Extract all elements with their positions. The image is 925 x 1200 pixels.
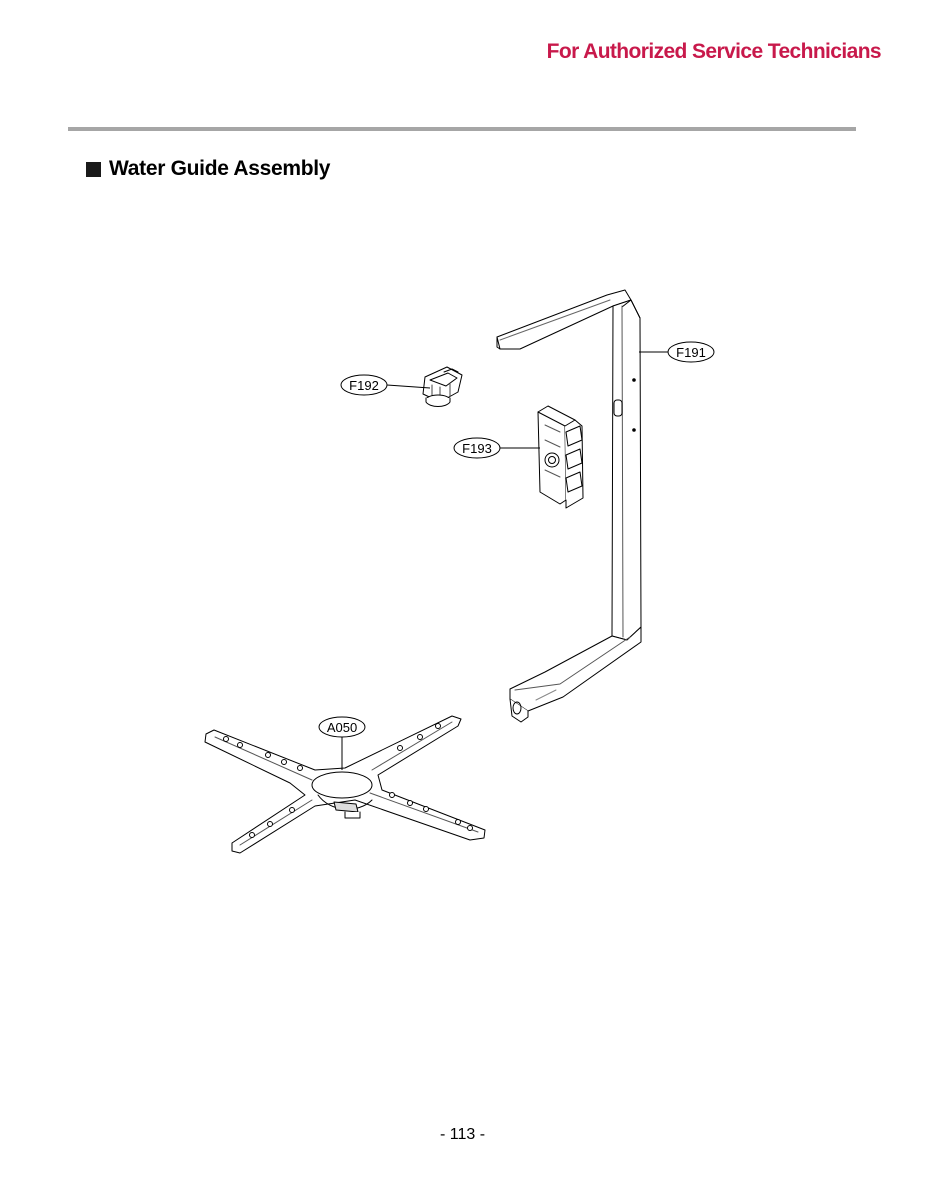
lower-spray-arm-part (204, 715, 486, 854)
callout-label: F193 (462, 441, 492, 456)
callout-label: F192 (349, 378, 379, 393)
section-heading: Water Guide Assembly (86, 157, 330, 181)
callout-label: A050 (327, 720, 357, 735)
page-number: - 113 - (439, 1126, 486, 1143)
water-guide-pipe-part (496, 289, 642, 723)
callout-label: F191 (676, 345, 706, 360)
black-square-icon (86, 161, 101, 177)
service-technicians-note: For Authorized Service Technicians (546, 40, 882, 63)
header-divider (68, 127, 856, 131)
small-valve-part (422, 366, 463, 407)
section-title: Water Guide Assembly (109, 157, 331, 180)
diverter-bracket-part (537, 405, 584, 509)
